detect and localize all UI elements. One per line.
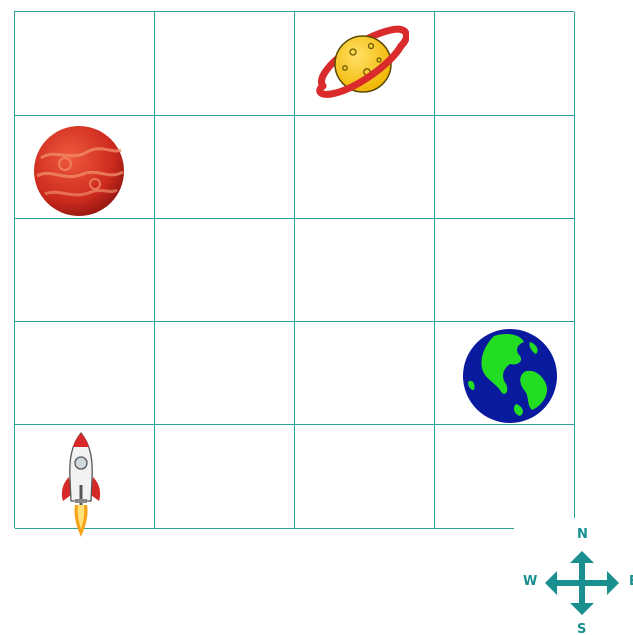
compass-west-label: W: [523, 574, 537, 589]
grid-cell[interactable]: [295, 425, 435, 529]
compass-east-label: E: [629, 574, 633, 589]
grid-cell[interactable]: [295, 116, 435, 219]
rocket-icon: [59, 429, 103, 539]
grid-cell[interactable]: [155, 116, 295, 219]
grid-cell[interactable]: [155, 12, 295, 116]
game-grid: [14, 11, 574, 528]
mars-icon: [31, 124, 127, 218]
compass: N W E S: [514, 518, 633, 635]
grid-cell[interactable]: [15, 425, 155, 529]
grid-cell[interactable]: [15, 322, 155, 425]
grid-cell[interactable]: [435, 425, 575, 529]
grid-cell[interactable]: [15, 12, 155, 116]
grid-cell[interactable]: [435, 116, 575, 219]
earth-icon: [460, 328, 560, 424]
compass-arrows-icon: [545, 551, 619, 615]
grid-cell[interactable]: [155, 425, 295, 529]
compass-north-label: N: [577, 527, 588, 542]
grid-cell[interactable]: [295, 322, 435, 425]
grid-cell[interactable]: [435, 219, 575, 322]
grid-cell[interactable]: [15, 116, 155, 219]
grid-cell[interactable]: [15, 219, 155, 322]
grid-cell[interactable]: [155, 219, 295, 322]
grid-cell[interactable]: [295, 12, 435, 116]
grid-cell[interactable]: [155, 322, 295, 425]
grid-cell[interactable]: [435, 322, 575, 425]
grid-cell[interactable]: [435, 12, 575, 116]
grid-cell[interactable]: [295, 219, 435, 322]
saturn-icon: [315, 24, 409, 104]
compass-south-label: S: [577, 622, 586, 635]
